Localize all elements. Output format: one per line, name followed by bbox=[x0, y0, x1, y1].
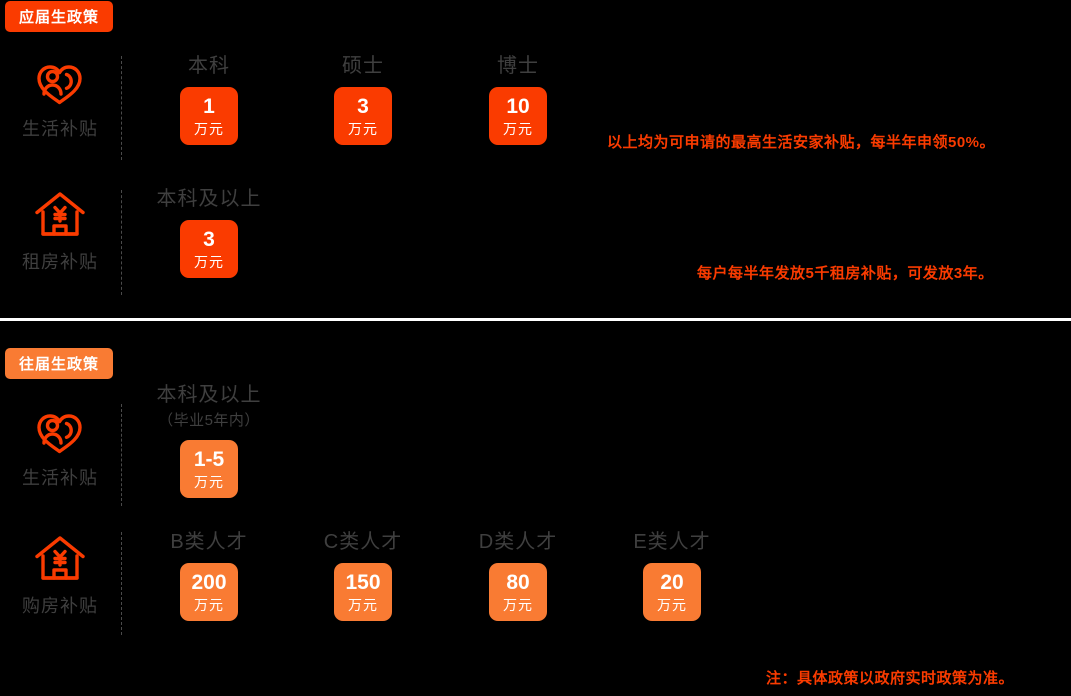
amount-box: 1-5 万元 bbox=[180, 440, 238, 498]
note-rent-subsidy: 每户每半年发放5千租房补贴，可发放3年。 bbox=[697, 265, 994, 282]
cell-living-master: 硕士 3 万元 bbox=[283, 55, 443, 145]
amount-box: 150 万元 bbox=[334, 563, 392, 621]
amount-value: 10 bbox=[506, 95, 530, 118]
amount-unit: 万元 bbox=[657, 597, 687, 613]
tier-label: 本科及以上 bbox=[156, 188, 262, 210]
heart-person-icon bbox=[32, 55, 88, 107]
heart-person-icon bbox=[32, 404, 88, 456]
amount-unit: 万元 bbox=[348, 121, 378, 137]
amount-value: 1-5 bbox=[193, 448, 225, 471]
row-icon-living-allowance-fresh: 生活补贴 bbox=[0, 55, 120, 141]
cell-living-doctor: 博士 10 万元 bbox=[438, 55, 598, 145]
row-label: 生活补贴 bbox=[22, 119, 98, 139]
amount-value: 80 bbox=[506, 571, 530, 594]
amount-unit: 万元 bbox=[194, 597, 224, 613]
section-badge-fresh-graduate: 应届生政策 bbox=[5, 1, 114, 32]
amount-box: 3 万元 bbox=[334, 87, 392, 145]
section-badge-past-graduate: 往届生政策 bbox=[5, 348, 114, 379]
amount-box: 3 万元 bbox=[180, 220, 238, 278]
row-label: 租房补贴 bbox=[22, 252, 98, 272]
amount-unit: 万元 bbox=[194, 121, 224, 137]
amount-value: 200 bbox=[191, 571, 227, 594]
row-divider-dashed bbox=[121, 190, 122, 295]
row-icon-rent-subsidy: 租房补贴 bbox=[0, 188, 120, 274]
cell-talent-d: D类人才 80 万元 bbox=[438, 531, 598, 621]
house-yuan-icon bbox=[32, 188, 88, 240]
amount-unit: 万元 bbox=[348, 597, 378, 613]
tier-label: E类人才 bbox=[633, 531, 711, 553]
amount-box: 80 万元 bbox=[489, 563, 547, 621]
tier-label: C类人才 bbox=[323, 531, 403, 553]
amount-unit: 万元 bbox=[194, 474, 224, 490]
tier-label: 硕士 bbox=[342, 55, 384, 77]
row-label: 购房补贴 bbox=[22, 596, 98, 616]
amount-value: 3 bbox=[357, 95, 369, 118]
cell-talent-c: C类人才 150 万元 bbox=[283, 531, 443, 621]
footer-note: 注：具体政策以政府实时政策为准。 bbox=[766, 670, 1015, 687]
cell-rent-bachelor-and-above: 本科及以上 3 万元 bbox=[129, 188, 289, 278]
amount-box: 1 万元 bbox=[180, 87, 238, 145]
row-divider-dashed bbox=[121, 404, 122, 506]
amount-box: 200 万元 bbox=[180, 563, 238, 621]
amount-unit: 万元 bbox=[194, 254, 224, 270]
amount-value: 150 bbox=[345, 571, 381, 594]
cell-talent-e: E类人才 20 万元 bbox=[592, 531, 752, 621]
amount-value: 3 bbox=[203, 228, 215, 251]
tier-label: D类人才 bbox=[478, 531, 558, 553]
tier-label: 博士 bbox=[497, 55, 539, 77]
amount-value: 20 bbox=[660, 571, 684, 594]
tier-label: B类人才 bbox=[170, 531, 248, 553]
amount-value: 1 bbox=[203, 95, 215, 118]
section-divider bbox=[0, 318, 1071, 321]
note-living-allowance: 以上均为可申请的最高生活安家补贴，每半年申领50%。 bbox=[607, 134, 996, 151]
house-yuan-icon bbox=[32, 532, 88, 584]
amount-box: 20 万元 bbox=[643, 563, 701, 621]
tier-label: 本科及以上 bbox=[156, 384, 262, 406]
amount-box: 10 万元 bbox=[489, 87, 547, 145]
cell-talent-b: B类人才 200 万元 bbox=[129, 531, 289, 621]
cell-living-bachelor: 本科 1 万元 bbox=[129, 55, 289, 145]
row-divider-dashed bbox=[121, 532, 122, 635]
row-icon-home-purchase-subsidy: 购房补贴 bbox=[0, 532, 120, 618]
row-icon-living-allowance-past: 生活补贴 bbox=[0, 404, 120, 490]
cell-past-living-bachelor-and-above: 本科及以上 （毕业5年内） 1-5 万元 bbox=[129, 384, 289, 498]
tier-label: 本科 bbox=[188, 55, 230, 77]
amount-unit: 万元 bbox=[503, 597, 533, 613]
row-divider-dashed bbox=[121, 56, 122, 160]
tier-sublabel: （毕业5年内） bbox=[158, 412, 260, 429]
row-label: 生活补贴 bbox=[22, 468, 98, 488]
amount-unit: 万元 bbox=[503, 121, 533, 137]
